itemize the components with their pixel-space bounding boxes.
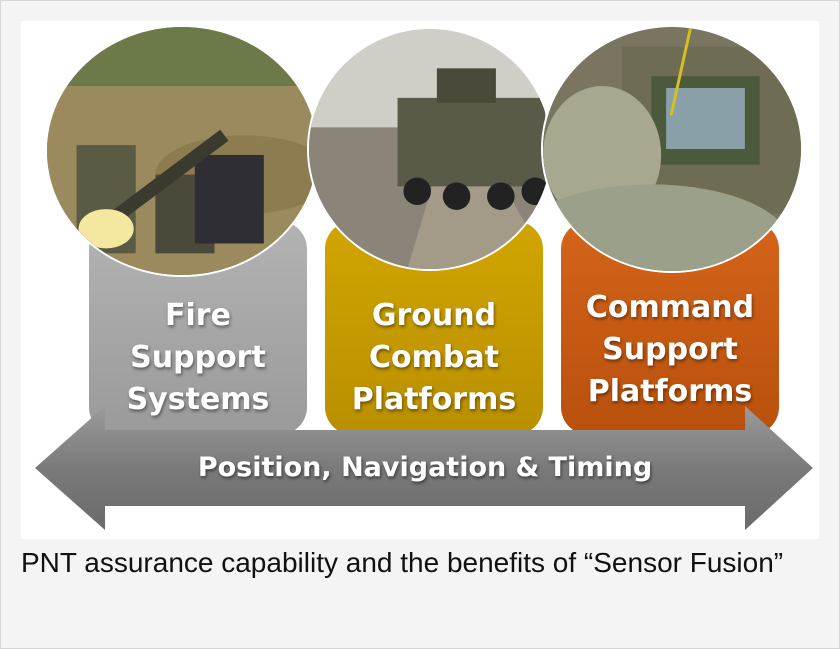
pnt-double-arrow: Position, Navigation & Timing — [35, 406, 815, 536]
figure-caption: PNT assurance capability and the benefit… — [21, 547, 784, 578]
pnt-arrow-label: Position, Navigation & Timing — [197, 452, 653, 483]
fire-support-photo — [45, 25, 319, 277]
panel-command-support-label: Command Support Platforms — [585, 290, 755, 409]
command-support-photo — [541, 25, 803, 273]
panel-ground-combat-label: Ground Combat Platforms — [351, 298, 517, 417]
ground-combat-photo — [307, 27, 553, 271]
pnt-figure: Fire Support Systems Ground Combat Platf… — [21, 21, 819, 539]
double-arrow-shape — [35, 406, 813, 530]
panel-fire-support-label: Fire Support Systems — [126, 298, 270, 417]
